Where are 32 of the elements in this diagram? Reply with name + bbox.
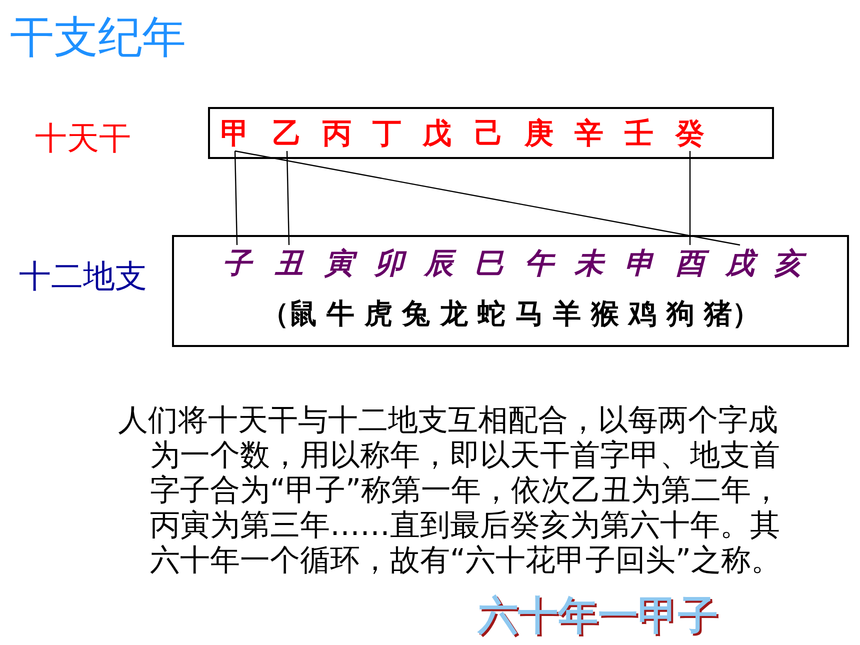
title: 干支纪年 (10, 11, 186, 65)
branch-character: 卯 (372, 245, 406, 281)
row-heading: 十天干 (35, 118, 131, 159)
stem-character: 戊 (420, 115, 454, 151)
branch-character: 丑 (272, 245, 306, 281)
connector-line (689, 151, 691, 245)
connector-line (286, 150, 290, 246)
stem-character: 甲 (218, 115, 252, 151)
branch-character: 申 (622, 245, 656, 281)
stem-character: 己 (472, 115, 506, 151)
branch-character: 辰 (422, 245, 456, 281)
branch-character: 寅 (322, 245, 356, 281)
stem-character: 乙 (270, 115, 304, 151)
branch-character: 巳 (472, 245, 506, 281)
branch-character: 子 (220, 245, 254, 281)
animal-row-text: （鼠 牛 虎 兔 龙 蛇 马 羊 猴 鸡 狗 猪） (260, 296, 762, 332)
branch-character: 戌 (723, 245, 757, 281)
stem-character: 丙 (320, 115, 354, 151)
row-heading: 十二地支 (19, 256, 147, 297)
stem-character: 壬 (622, 115, 656, 151)
stem-character: 癸 (673, 115, 707, 151)
branch-character: 未 (572, 245, 606, 281)
stem-character: 庚 (522, 115, 556, 151)
stem-character: 辛 (572, 115, 606, 151)
branch-character: 酉 (673, 245, 707, 281)
connector-line (234, 150, 740, 246)
stem-character: 丁 (370, 115, 404, 151)
branch-character: 亥 (771, 245, 805, 281)
motto-text: 六十年一甲子 (478, 592, 718, 641)
connector-line (234, 150, 238, 246)
branch-character: 午 (522, 245, 556, 281)
paragraph: 人们将十天干与十二地支互相配合，以每两个字成为一个数，用以称年，即以天干首字甲、地支首字子合为“甲子”称第一年，依次乙丑为第二年，丙寅为第三年……直到最后癸亥为第六十年。其六十年一个循环，故有“六十花甲子回头”之称。 (118, 403, 782, 578)
